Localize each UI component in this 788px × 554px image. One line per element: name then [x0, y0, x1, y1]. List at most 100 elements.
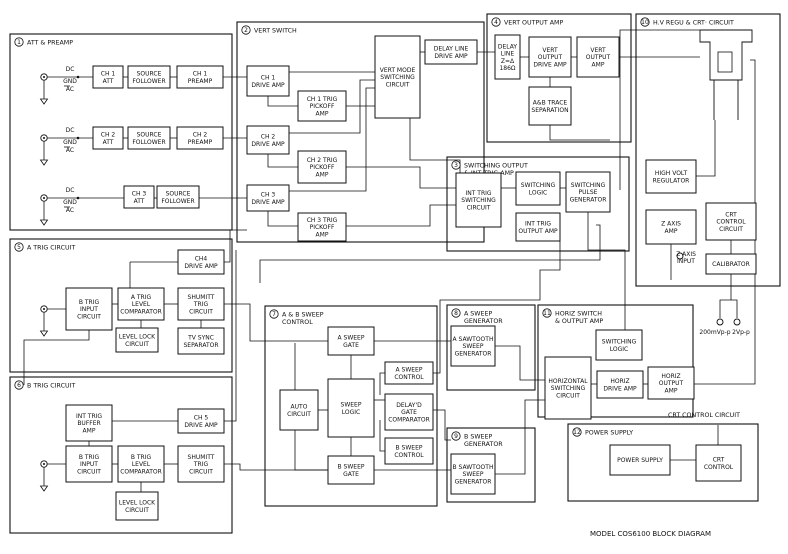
block-box — [695, 444, 742, 482]
block-label: B SAWTOOTH — [453, 464, 494, 471]
signal-wire — [289, 87, 375, 192]
section-title: GENERATOR — [464, 318, 503, 325]
signal-wire — [619, 29, 700, 190]
block-label: CALIBRATOR — [712, 261, 750, 268]
section-number: 12 — [573, 429, 581, 436]
crt-neck-icon — [713, 79, 739, 120]
block-label: TRIG — [193, 461, 209, 468]
signal-wire — [267, 96, 298, 107]
block-label: SWITCHING — [521, 182, 556, 189]
block-label: B SWEEP — [338, 464, 365, 471]
block-label: SHUMITT — [188, 294, 215, 301]
section-number: 2 — [244, 27, 248, 34]
section-title: POWER SUPPLY — [585, 430, 633, 437]
block-label: SWITCHING — [602, 339, 637, 346]
signal-wire — [224, 303, 328, 342]
block-label: LEVEL LOCK — [119, 334, 156, 341]
signal-wire — [346, 166, 456, 189]
block-label: ATT — [103, 139, 114, 146]
bnc-pin-icon — [43, 197, 45, 199]
block-label: HORIZ — [661, 373, 680, 380]
block-label: DRIVE AMP — [251, 141, 285, 148]
block-label: CIRCUIT — [719, 226, 743, 233]
block-label: AMP — [316, 110, 329, 117]
section-number-badge — [451, 431, 461, 441]
signal-wire — [23, 330, 90, 385]
bnc-pin-icon — [43, 463, 45, 465]
block-box — [327, 378, 375, 438]
signal-wire — [294, 430, 328, 471]
section-title: SWITCHING OUTPUT — [464, 163, 528, 170]
ground-icon — [39, 159, 49, 166]
crt-tube-icon — [699, 29, 753, 81]
signal-wire — [549, 125, 610, 141]
block-label: SEPARATION — [531, 107, 568, 114]
block-label: PICKOFF — [310, 103, 335, 110]
block-label: CH 1 — [193, 71, 208, 78]
signal-wire — [224, 229, 247, 263]
block-label: CH 2 — [261, 134, 276, 141]
ground-icon — [39, 330, 49, 337]
block-label: CIRCUIT — [467, 204, 491, 211]
block-box — [92, 65, 124, 89]
ground-icon — [39, 219, 49, 226]
section-number-badge — [542, 308, 552, 318]
block-label: SHUMITT — [188, 454, 215, 461]
block-label: DRIVE AMP — [603, 385, 637, 392]
block-label: INPUT — [80, 306, 98, 313]
section-frame — [486, 13, 632, 143]
signal-wire — [696, 120, 716, 177]
block-label: DRIVE AMP — [251, 199, 285, 206]
block-label: CIRCUIT — [125, 341, 149, 348]
block-box — [450, 453, 496, 495]
block-label: GATE — [343, 342, 359, 349]
switch-label-dc: DC — [66, 127, 75, 134]
block-label: CRT — [713, 457, 725, 464]
block-label: GENERATOR — [455, 350, 492, 357]
section-number: 11 — [543, 310, 551, 317]
section-frame — [635, 13, 781, 287]
block-label: A SWEEP — [396, 367, 423, 374]
block-label: A&B TRACE — [533, 100, 568, 107]
signal-wire — [719, 274, 732, 318]
block-label: CH 3 TRIG — [307, 217, 338, 224]
block-label: OUTPUT — [538, 54, 563, 61]
block-label: CIRCUIT — [287, 411, 311, 418]
block-box — [127, 65, 171, 89]
block-label: GATE — [401, 409, 417, 416]
block-box — [246, 125, 290, 155]
section-number: 3 — [454, 162, 458, 169]
section-frame — [9, 33, 233, 231]
block-label: AMP — [665, 387, 678, 394]
section-title: VERT OUTPUT AMP — [504, 20, 563, 27]
block-label: LOGIC — [610, 346, 628, 353]
block-label: SWEEP — [463, 343, 484, 350]
block-box — [65, 287, 113, 331]
block-label: OUTPUT AMP — [518, 228, 558, 235]
block-label: SWEEP — [463, 471, 484, 478]
block-label: DRIVE AMP — [251, 82, 285, 89]
block-label: PULSE — [579, 189, 598, 196]
block-label: CRT — [725, 212, 737, 219]
block-box — [576, 36, 620, 78]
section-frame — [446, 427, 536, 503]
section-title: ATT & PREAMP — [27, 40, 73, 47]
section-frame — [537, 304, 694, 418]
block-label: COMPARATOR — [120, 308, 162, 315]
block-box — [647, 366, 695, 400]
block-label: CH 1 — [261, 75, 276, 82]
block-box — [115, 491, 159, 521]
switch-label-gnd: GND — [63, 139, 77, 146]
block-label: LOGIC — [529, 189, 547, 196]
section-number-badge — [14, 37, 24, 47]
block-label: PICKOFF — [310, 224, 335, 231]
block-label: LINE — [501, 51, 515, 58]
block-box — [327, 326, 375, 356]
block-box — [65, 404, 113, 442]
block-label: AUTO — [291, 404, 308, 411]
block-label: CONTROL — [394, 452, 424, 459]
signal-wire — [731, 299, 738, 318]
section-title: A TRIG CIRCUIT — [27, 245, 75, 252]
cal-jack-icon — [716, 318, 724, 326]
cal-jack-icon — [733, 318, 741, 326]
